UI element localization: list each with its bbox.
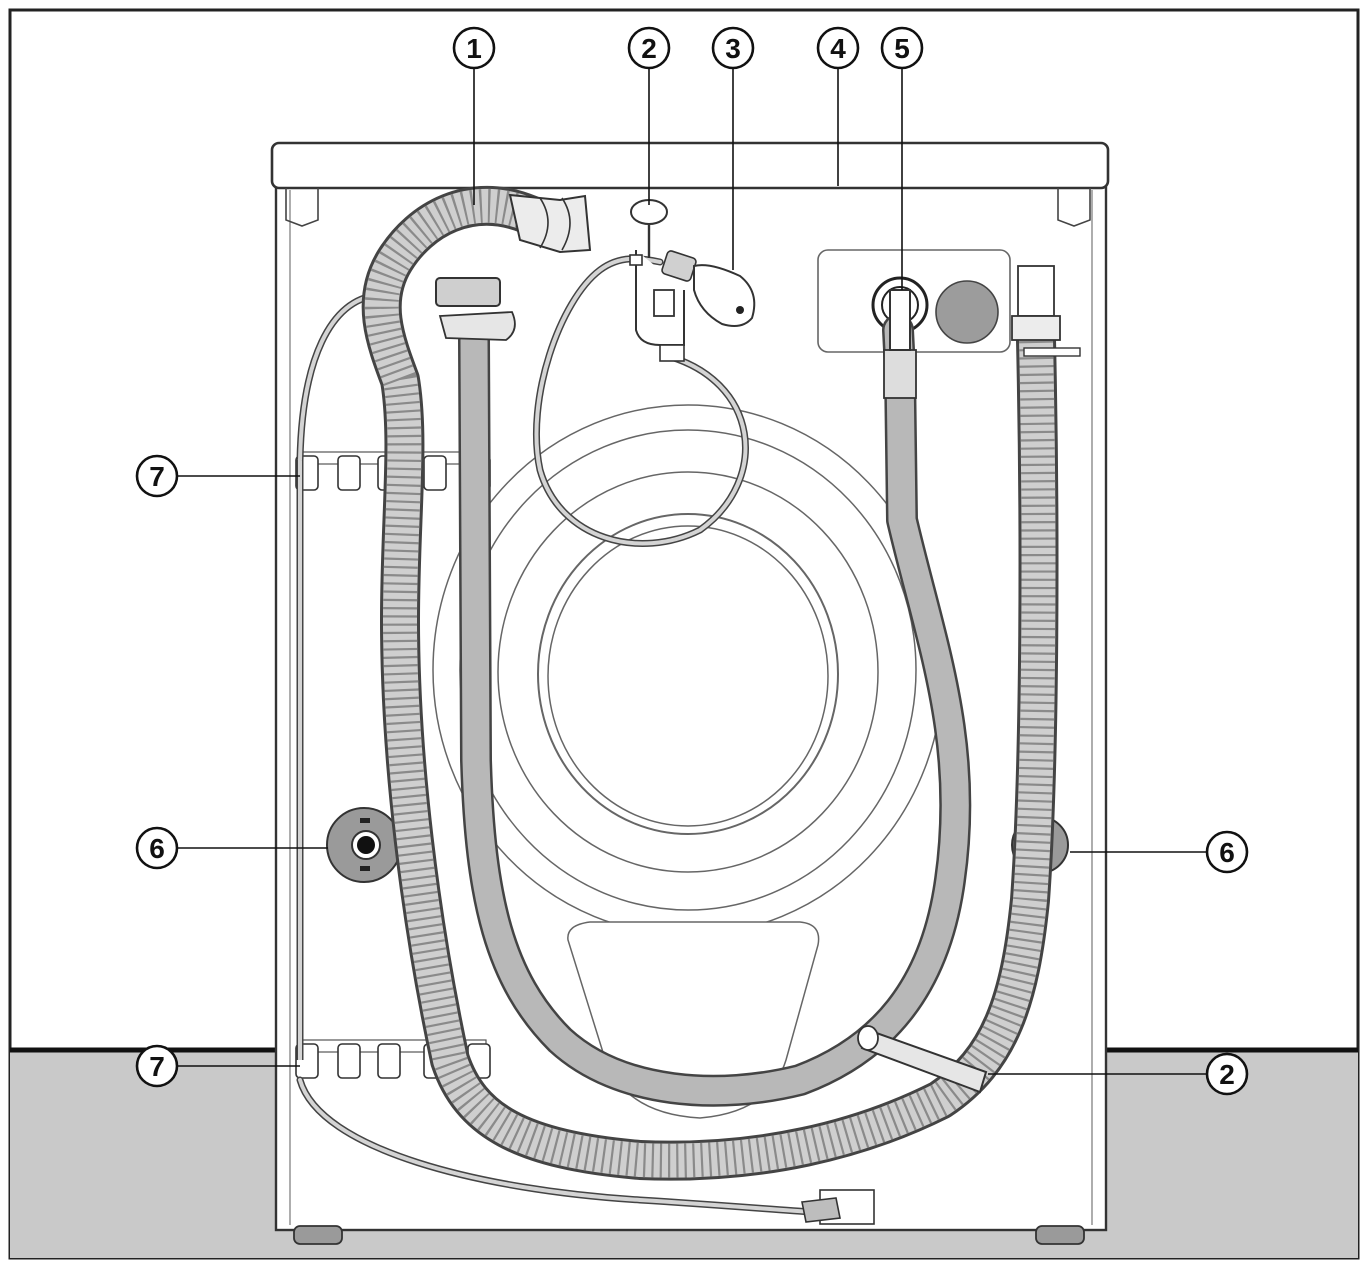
transit-bolt-left bbox=[326, 807, 402, 883]
callout-3-top: 3 bbox=[711, 26, 755, 70]
water-inlet-hose bbox=[438, 289, 972, 1107]
callout-2-right-label: 2 bbox=[1219, 1059, 1235, 1090]
callout-7-upper: 7 bbox=[135, 454, 179, 498]
foot-right bbox=[1035, 1225, 1085, 1245]
hose-holder-bracket-top bbox=[629, 199, 685, 362]
callout-1-top-label: 1 bbox=[466, 33, 482, 64]
callout-4-top: 4 bbox=[816, 26, 860, 70]
callout-6-left-label: 6 bbox=[149, 833, 165, 864]
foot-left bbox=[293, 1225, 343, 1245]
callout-7-lower-label: 7 bbox=[149, 1051, 165, 1082]
callout-1-top: 1 bbox=[452, 26, 496, 70]
callout-2-top: 2 bbox=[627, 26, 671, 70]
callout-5-top-label: 5 bbox=[894, 33, 910, 64]
callout-7-lower: 7 bbox=[135, 1044, 179, 1088]
callout-3-top-label: 3 bbox=[725, 33, 741, 64]
callout-2-right: 2 bbox=[1205, 1052, 1249, 1096]
callout-4-top-label: 4 bbox=[830, 33, 846, 64]
callout-6-left: 6 bbox=[135, 826, 179, 870]
power-cable bbox=[296, 255, 875, 1225]
hose-holder-bracket-lower bbox=[857, 1025, 988, 1094]
mains-plug bbox=[661, 250, 756, 327]
callout-2-top-label: 2 bbox=[641, 33, 657, 64]
callout-5-top: 5 bbox=[880, 26, 924, 70]
drain-hose bbox=[361, 185, 1081, 1181]
callout-7-upper-label: 7 bbox=[149, 461, 165, 492]
lid bbox=[270, 141, 1110, 190]
callout-6-right-label: 6 bbox=[1219, 837, 1235, 868]
callout-leaders bbox=[178, 68, 1206, 1075]
callout-6-right: 6 bbox=[1205, 830, 1249, 874]
